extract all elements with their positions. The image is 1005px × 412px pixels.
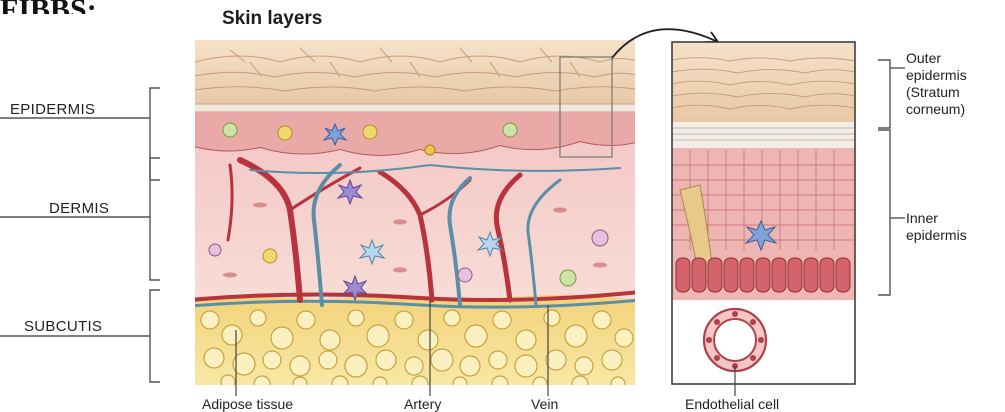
label-subcutis: SUBCUTIS [24,318,102,335]
outer-epidermis-layer [672,42,855,122]
magnified-epidermis [672,42,855,384]
label-epidermis: EPIDERMIS [10,101,95,118]
label-vein: Vein [531,396,558,412]
basal-cells [676,258,850,292]
right-brackets [878,60,905,295]
label-artery: Artery [404,396,441,412]
label-outer-epidermis: Outer epidermis (Stratum corneum) [906,50,967,118]
label-endothelial-cell: Endothelial cell [685,396,779,412]
label-adipose-tissue: Adipose tissue [202,396,293,412]
capillary-cross-section [704,309,766,371]
layer-brackets [0,88,160,382]
label-dermis: DERMIS [49,200,109,217]
skin-cross-section [190,40,640,392]
stratum-corneum-layer [190,40,640,105]
label-inner-epidermis: Inner epidermis [906,210,967,244]
